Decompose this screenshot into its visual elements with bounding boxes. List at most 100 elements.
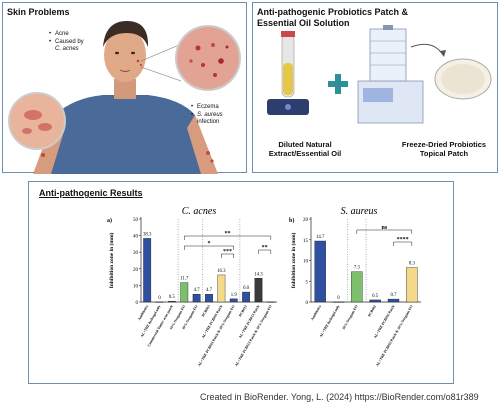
bar	[205, 293, 213, 303]
eczema-zoom-circle	[8, 92, 66, 150]
bar	[143, 238, 152, 303]
y-tick-label: 10	[133, 284, 139, 289]
chart-panel-letter: b)	[289, 217, 294, 224]
chart-title: S. aureus	[341, 206, 378, 217]
s-aureus-bullet: S. aureus	[191, 112, 223, 119]
bar-value-label: 14.3	[254, 272, 263, 277]
results-panel: Anti-pathogenic Results C. acnes a) Inhibi…	[28, 181, 454, 384]
results-title: Anti-pathogenic Results	[39, 188, 143, 198]
y-tick-label: 30	[133, 251, 139, 256]
caption-extract-line1: Diluted Natural	[278, 140, 332, 149]
category-label: AL+TRE PCB002 Patch & 30% Oregano EO	[375, 304, 413, 367]
bar	[387, 298, 400, 303]
patch-title-line1: Anti-pathogenic Probiotics Patch &	[257, 7, 409, 17]
results-charts: C. acnes a) Inhibition zone in (mm) 0 10 20 30…	[107, 206, 421, 367]
bar-value-label: 0.5	[372, 294, 379, 299]
bar-value-label: 4.7	[206, 288, 213, 293]
y-tick-label: 0	[136, 301, 139, 306]
bar	[314, 240, 326, 303]
bar	[369, 299, 381, 303]
bar-value-label: 38.3	[143, 232, 152, 237]
eczema-bullet: Eczema	[191, 104, 219, 111]
y-axis-label: Inhibition zone in (mm)	[290, 232, 297, 288]
person-illustration	[8, 21, 241, 174]
y-tick-label: 50	[133, 218, 139, 223]
chart-panel-letter: a)	[107, 217, 112, 224]
category-label: PCB013	[238, 304, 248, 317]
caption-patch-line1: Freeze-Dried Probiotics	[401, 140, 487, 149]
caption-patch-line2: Topical Patch	[419, 149, 469, 158]
bar	[351, 271, 363, 303]
shirt-shape	[43, 95, 208, 174]
skin-problems-panel: Skin Problems	[2, 2, 247, 174]
bar	[254, 278, 263, 303]
category-label: 30% Oregano EO	[341, 304, 358, 330]
category-label: PCB002	[367, 304, 377, 317]
bar	[180, 282, 189, 303]
category-label: AL+TRE hydrogel only	[319, 304, 341, 338]
eczema-label: Eczema	[197, 104, 219, 110]
caused-by-bullet: Caused by	[49, 39, 84, 46]
significance-label: ***	[223, 249, 232, 255]
skin-problems-title: Skin Problems	[7, 7, 70, 17]
bar-value-label: 6.0	[243, 286, 250, 291]
acne-bullet: Acne	[49, 31, 69, 38]
y-tick-label: 15	[303, 239, 309, 244]
significance-label: **	[262, 245, 268, 251]
category-label: Antibiotics	[310, 304, 322, 321]
significance-bracket	[356, 229, 413, 234]
significance-label: **	[225, 231, 231, 237]
bar-value-label: 8.3	[409, 262, 416, 267]
caused-by-label: Caused by	[55, 39, 84, 45]
head	[104, 28, 146, 82]
category-label: Antibiotics	[137, 304, 149, 321]
bar-value-label: 0	[158, 296, 161, 301]
bar-value-label: 1.9	[231, 293, 238, 298]
bar	[242, 291, 251, 303]
bar	[229, 298, 238, 303]
bar-value-label: 4.7	[194, 288, 201, 293]
bar-value-label: 11.7	[180, 277, 189, 282]
hair	[103, 21, 149, 47]
significance-bracket	[221, 253, 234, 258]
bar-value-label: 14.7	[316, 235, 325, 240]
c-acnes-label: C. acnes	[55, 46, 79, 52]
significance-bracket	[393, 241, 413, 246]
acne-label: Acne	[55, 31, 69, 37]
y-tick-label: 10	[303, 260, 309, 265]
acne-zoom-circle	[175, 25, 241, 91]
s-aureus-label: S. aureus	[197, 112, 223, 118]
right-arm	[187, 115, 218, 174]
category-label: PCB003	[201, 304, 211, 317]
infection-label: infection	[197, 119, 220, 125]
significance-bracket	[258, 249, 272, 254]
patch-illustration	[267, 25, 492, 124]
significance-bracket	[184, 245, 234, 250]
significance-label: ns	[381, 225, 387, 231]
bar-value-label: 0.7	[391, 293, 398, 298]
significance-label: ****	[397, 237, 409, 243]
y-tick-label: 20	[303, 218, 309, 223]
bar	[406, 267, 418, 303]
caption-extract: Diluted Natural Extract/Essential Oil	[255, 140, 355, 158]
bar-value-label: 0.5	[169, 295, 176, 300]
caption-patch: Freeze-Dried Probiotics Topical Patch	[391, 140, 497, 158]
y-tick-label: 40	[133, 235, 139, 240]
category-label: AL+TRE PCB002 Patch	[373, 305, 395, 340]
chart-title: C. acnes	[182, 206, 217, 217]
bar-value-label: 16.3	[217, 269, 226, 274]
significance-bracket	[184, 235, 272, 240]
y-tick-label: 20	[133, 268, 139, 273]
bar	[192, 293, 201, 303]
bar-value-label: 7.3	[354, 266, 361, 271]
neck	[114, 79, 136, 99]
bar	[217, 274, 226, 303]
patch-panel: Anti-pathogenic Probiotics Patch & Essen…	[252, 2, 498, 173]
dryer-chamber	[369, 28, 407, 82]
significance-label: *	[208, 241, 211, 247]
bar	[167, 300, 176, 303]
y-tick-label: 0	[306, 301, 309, 306]
patch-title-line2: Essential Oil Solution	[257, 18, 350, 28]
biorender-credit: Created in BioRender. Yong, L. (2024) ht…	[200, 392, 479, 402]
bar-value-label: 0	[337, 296, 340, 301]
